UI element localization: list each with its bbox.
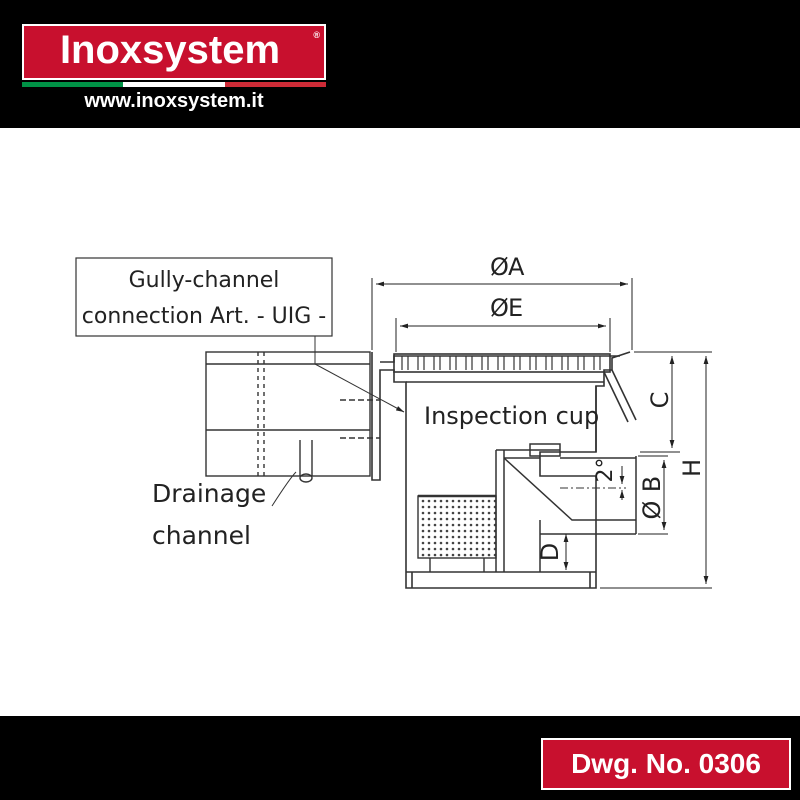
drainage-leader	[271, 471, 297, 507]
diameter-symbol-b: Ø	[638, 501, 666, 520]
drainage-label-line-1: Drainage	[152, 479, 266, 508]
siphon-outlet	[495, 443, 637, 572]
website-link[interactable]: www.inoxsystem.it	[84, 90, 264, 112]
diameter-symbol-a: Ø	[490, 253, 509, 281]
perforated-basket	[417, 494, 497, 572]
dimension-label-c: C	[646, 392, 674, 409]
drainage-label-line-2: channel	[152, 521, 251, 550]
dimension-e	[395, 318, 611, 352]
inspection-cup-label: Inspection cup	[424, 402, 599, 430]
diameter-symbol-e: Ø	[490, 294, 509, 322]
flag-white	[123, 82, 225, 87]
gully-channel	[205, 351, 380, 483]
gully-body	[371, 351, 637, 589]
drawing-number-badge: Dwg. No. 0306	[541, 738, 791, 790]
flag-red	[224, 82, 326, 87]
dimension-c	[634, 351, 680, 453]
dimension-label-h: H	[678, 459, 706, 477]
callout-line-2: connection Art. - UIG -	[82, 304, 326, 329]
gully-channel-callout: Gully-channel connection Art. - UIG -	[75, 257, 405, 413]
dimension-h	[600, 351, 712, 589]
dimension-label-e: E	[508, 294, 523, 322]
dimension-label-a: A	[508, 253, 525, 281]
registered-mark: ®	[313, 30, 320, 40]
dimension-b	[638, 455, 668, 535]
grate-slots	[401, 356, 601, 370]
angle-label: 2°	[593, 458, 618, 483]
flag-green	[22, 82, 124, 87]
italian-flag-stripe	[22, 82, 326, 87]
dimension-label-b: B	[638, 476, 666, 492]
dimension-a	[371, 278, 633, 350]
callout-line-1: Gully-channel	[129, 268, 280, 293]
logo-text: Inoxsystem	[59, 28, 281, 72]
dimension-label-d: D	[536, 543, 564, 561]
inoxsystem-logo[interactable]: Inoxsystem ®	[22, 24, 326, 80]
